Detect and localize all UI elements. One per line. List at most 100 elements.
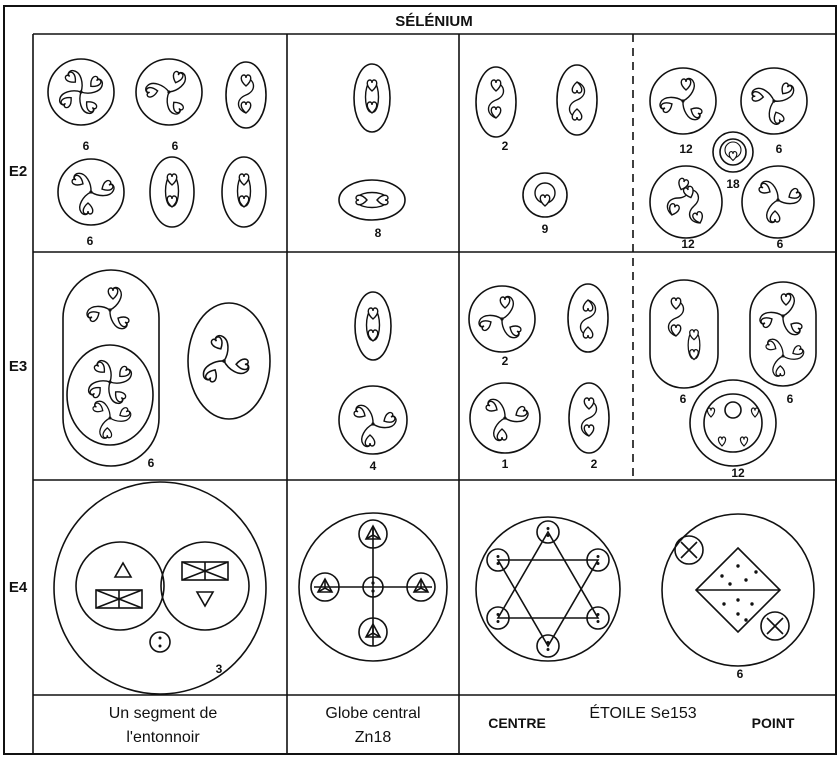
e3-c1-tri-2 xyxy=(92,399,133,438)
e4-c4-diamond xyxy=(694,546,782,634)
e2-c1-funnel-1 xyxy=(47,58,115,126)
diagram-title: SÉLÉNIUM xyxy=(395,13,473,30)
e3-c1-quad xyxy=(86,358,134,406)
e4-c2-center-dot-1 xyxy=(371,581,375,585)
e3-c1-tri-3 xyxy=(201,333,249,383)
e2-c4-spair-2 xyxy=(680,185,707,226)
e2-count-g: 12 xyxy=(679,142,693,156)
e2-c3-funnel-2 xyxy=(556,64,598,136)
e4-c4-dot-9 xyxy=(736,612,740,616)
e2-c4-ring-shape xyxy=(725,142,741,160)
e3-c1-capsule xyxy=(62,269,160,467)
e3-c1-tri-shape xyxy=(85,287,131,331)
e4-c4-dot-8 xyxy=(750,602,754,606)
e2-c4-spair-2-shape xyxy=(680,185,707,226)
e4-c4-dot-2 xyxy=(736,564,740,568)
e2-c3-funnel-3 xyxy=(522,172,568,218)
e4-c3-vertex-1 xyxy=(536,520,560,544)
e2-count-k: 6 xyxy=(777,237,784,251)
e4-c4-cross-circle-2 xyxy=(760,611,790,641)
e2-count-a: 6 xyxy=(83,139,90,153)
e2-c4-tri-shape xyxy=(658,78,704,122)
e2-c1-pair-2 xyxy=(238,174,251,207)
e4-c2-center-dot-2 xyxy=(371,589,375,593)
e2-c2-pair-shape xyxy=(366,80,379,113)
e3-c3-funnel-3 xyxy=(469,382,541,454)
e4-c1-triangle-down xyxy=(195,591,215,608)
e4-c3-vertex-6 xyxy=(486,548,510,572)
e3-c3-spair-2-shape xyxy=(582,398,597,436)
e4-c4-dot-1 xyxy=(720,574,724,578)
e3-c4-tri-shape xyxy=(758,293,804,337)
e3-count-h: 12 xyxy=(731,466,745,480)
e3-c2-tri-shape xyxy=(353,403,399,447)
e2-c1-spair-shape xyxy=(239,75,254,113)
e2-c1-spair xyxy=(239,75,254,113)
diagram-cells xyxy=(47,58,817,695)
e3-c4-heart-4 xyxy=(739,436,749,447)
grid-lines xyxy=(3,5,837,755)
e3-count-b: 4 xyxy=(370,459,377,473)
e3-c4-tri-2 xyxy=(765,337,806,376)
e4-c2-satellite-4 xyxy=(358,617,388,647)
e4-c2-big-circle xyxy=(298,512,448,662)
e2-c4-ring xyxy=(725,142,741,160)
e3-c3-funnel-4 xyxy=(568,382,610,454)
row-label-e4: E4 xyxy=(9,579,28,596)
e2-c4-spair-shape xyxy=(665,177,692,218)
e3-c2-pair xyxy=(367,308,380,341)
e2-count-i: 18 xyxy=(726,177,740,191)
e4-c3-vertex-dot-b-6 xyxy=(496,562,500,565)
e4-c3-vertex-dot-b-3 xyxy=(596,620,600,623)
e2-c1-funnel-6 xyxy=(221,156,267,228)
e3-c4-capsule-2 xyxy=(749,281,817,387)
e2-c1-pair-shape xyxy=(166,174,179,207)
e2-c3-ring-shape xyxy=(535,183,555,206)
e3-c4-spair xyxy=(669,298,684,336)
e4-c3-vertex-dot-b-1 xyxy=(546,534,550,537)
e3-c3-funnel-2 xyxy=(567,283,609,353)
e3-count-f: 6 xyxy=(680,392,687,406)
e2-c3-spair-shape xyxy=(489,80,504,118)
e2-c1-tri-shape xyxy=(138,62,196,118)
e3-c3-spair-2 xyxy=(582,398,597,436)
e2-c2-funnel-2 xyxy=(338,179,406,221)
e4-c3-vertex-dot-b-4 xyxy=(546,648,550,651)
e3-c3-tri-shape xyxy=(477,296,523,340)
e4-c3-vertex-dot-a-2 xyxy=(596,555,600,558)
e4-c3-vertex-dot-a-6 xyxy=(496,555,500,558)
e3-c4-heart-3 xyxy=(717,436,727,447)
e3-c4-inner-ring xyxy=(703,393,763,453)
e4-c2-satellite-lines-2 xyxy=(317,579,333,593)
e4-c3-vertex-4 xyxy=(536,634,560,658)
e3-c1-tri-3-shape xyxy=(201,333,249,383)
e4-c2-satellite-tri-2 xyxy=(316,577,334,593)
e4-count-a: 3 xyxy=(216,662,223,676)
e3-count-g: 6 xyxy=(787,392,794,406)
e4-c2-satellite-2 xyxy=(310,572,340,602)
e2-count-d: 8 xyxy=(375,226,382,240)
e2-count-e: 2 xyxy=(502,139,509,153)
e4-c3-vertex-dot-a-4 xyxy=(546,641,550,644)
footer-col2-line1: Globe central xyxy=(325,705,420,722)
e4-c4-cross-2 xyxy=(766,617,784,635)
e2-c4-funnel-3 xyxy=(712,131,754,173)
row-label-e2: E2 xyxy=(9,163,27,180)
e3-c3-tri-2-shape xyxy=(474,385,534,446)
e3-c3-spair xyxy=(581,300,596,338)
e4-c4-dot-6 xyxy=(722,602,726,606)
e2-c1-funnel-4 xyxy=(57,158,125,226)
footer-col1-line1: Un segment de xyxy=(109,705,218,722)
e3-c4-pair xyxy=(688,330,700,360)
e2-c4-tri-3-shape xyxy=(758,179,804,223)
e2-c1-pair xyxy=(166,174,179,207)
row-label-e3: E3 xyxy=(9,358,27,375)
e4-c3-star-tri-down xyxy=(496,559,600,648)
e4-c1-dot-1 xyxy=(158,636,162,640)
e3-c1-tri xyxy=(85,287,131,331)
e4-c4-dot-10 xyxy=(744,618,748,622)
e4-c1-big-circle xyxy=(53,481,267,695)
footer-col1-line2: l'entonnoir xyxy=(126,729,200,746)
e3-count-d: 1 xyxy=(502,457,509,471)
